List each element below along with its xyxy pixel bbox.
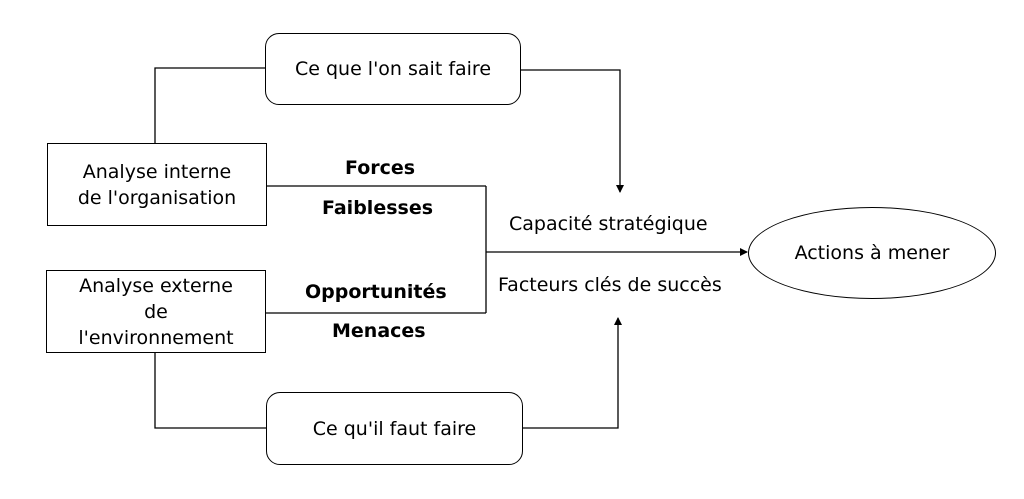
- connector-savoir-to-capacite: [520, 69, 624, 193]
- node-analyse-externe: Analyse externe de l'environnement: [46, 270, 266, 353]
- node-analyse-interne-line1: Analyse interne: [82, 160, 232, 183]
- node-savoir-faire-text: Ce que l'on sait faire: [294, 58, 492, 80]
- node-actions-text: Actions à mener: [794, 242, 950, 264]
- label-opportunites: Opportunités: [305, 281, 447, 303]
- node-analyse-externe-line3: l'environnement: [78, 326, 234, 349]
- node-savoir-faire: Ce que l'on sait faire: [265, 33, 521, 105]
- connector-externe-to-faut: [154, 352, 267, 429]
- node-actions: Actions à mener: [748, 207, 996, 299]
- node-analyse-externe-line1: Analyse externe: [79, 274, 233, 297]
- node-faut-faire-text: Ce qu'il faut faire: [312, 417, 477, 440]
- label-capacite-strategique: Capacité stratégique: [509, 213, 708, 235]
- connector-interne-to-savoir: [154, 67, 265, 143]
- node-analyse-interne-line2: de l'organisation: [77, 186, 237, 209]
- label-facteurs-cles: Facteurs clés de succès: [498, 274, 722, 296]
- node-faut-faire: Ce qu'il faut faire: [266, 392, 523, 465]
- node-analyse-interne: Analyse interne de l'organisation: [47, 143, 267, 226]
- node-analyse-externe-line2: de: [144, 300, 168, 323]
- connector-faut-to-facteurs: [520, 317, 622, 429]
- label-faiblesses: Faiblesses: [322, 197, 434, 219]
- label-menaces: Menaces: [332, 320, 426, 342]
- label-forces: Forces: [345, 157, 416, 179]
